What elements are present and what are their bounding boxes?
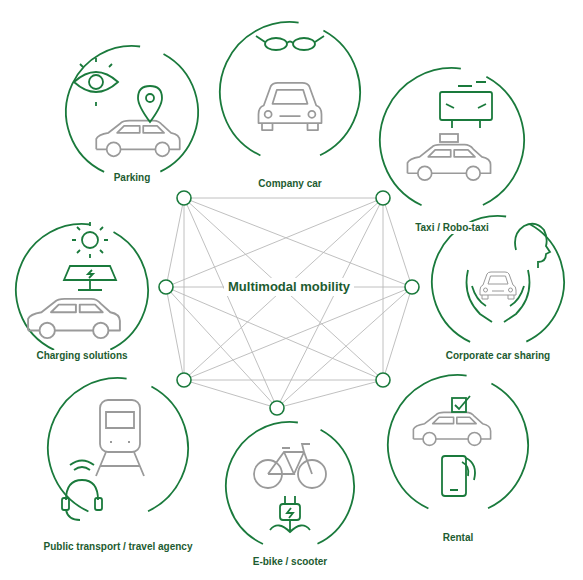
car-sharing-icon bbox=[467, 224, 551, 322]
category-label: Public transport / travel agency bbox=[42, 541, 195, 553]
train-icon bbox=[62, 400, 144, 520]
taxi-icon bbox=[407, 82, 492, 180]
network-web bbox=[166, 198, 412, 408]
ebike-icon bbox=[254, 444, 326, 532]
category-circle: Parking bbox=[66, 46, 198, 186]
network-dots bbox=[159, 191, 419, 415]
category-circle: Public transport / travel agency bbox=[48, 378, 188, 555]
category-label: Rental bbox=[441, 532, 476, 544]
rental-icon bbox=[413, 396, 490, 496]
category-label: Company car bbox=[256, 178, 323, 190]
category-circle: Company car bbox=[220, 22, 360, 192]
company-car-icon bbox=[256, 36, 324, 130]
parking-icon bbox=[74, 58, 180, 156]
center-label: Multimodal mobility bbox=[224, 278, 354, 296]
category-circle: Corporate car sharing bbox=[432, 216, 564, 364]
category-label: Parking bbox=[112, 172, 153, 184]
category-circle: Rental bbox=[388, 375, 528, 546]
category-circle: E-bike / scooter bbox=[226, 422, 354, 570]
category-label: Corporate car sharing bbox=[444, 350, 552, 362]
category-label: E-bike / scooter bbox=[251, 556, 329, 568]
category-label: Charging solutions bbox=[34, 350, 129, 362]
category-circle: Charging solutions bbox=[16, 224, 148, 364]
category-circle: Taxi / Robo-taxi bbox=[380, 68, 524, 236]
category-label: Taxi / Robo-taxi bbox=[413, 222, 491, 234]
charging-icon bbox=[28, 222, 120, 338]
